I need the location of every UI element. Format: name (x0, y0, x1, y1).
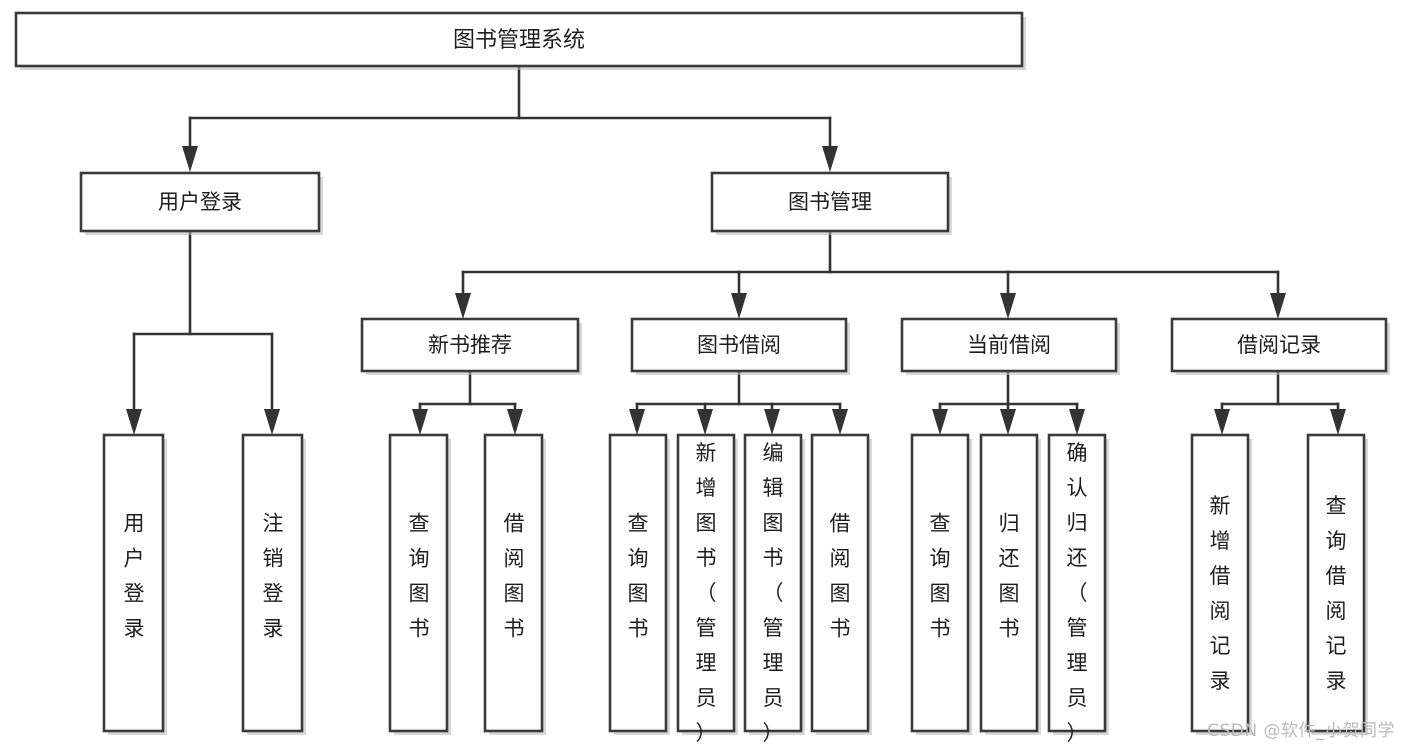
arrow-head-leaf-add-book (697, 409, 713, 435)
node-user-login-label: 用户登录 (158, 190, 242, 214)
node-leaf-add-book-label: 新增图书（管理员） (696, 441, 717, 745)
node-leaf-add-book[interactable]: 新增图书（管理员） (676, 433, 738, 745)
arrow-head-leaf-query-book-2 (629, 409, 645, 435)
node-current-borrow-rect (900, 317, 1118, 373)
node-leaf-query-book-3[interactable]: 查询图书 (910, 433, 972, 735)
node-book-management-label: 图书管理 (788, 190, 872, 214)
node-leaf-return-book-label: 归还图书 (999, 512, 1020, 641)
arrow-head-leaf-query-record (1330, 409, 1346, 435)
arrow-head-leaf-logout (264, 409, 280, 435)
node-leaf-borrow-book-1[interactable]: 借阅图书 (483, 433, 546, 735)
node-leaf-logout-rect (241, 433, 304, 733)
node-current-borrow[interactable]: 当前借阅 (900, 317, 1120, 375)
node-book-management[interactable]: 图书管理 (710, 171, 952, 235)
node-leaf-query-record[interactable]: 查询借阅记录 (1306, 433, 1368, 735)
node-book-management-rect (710, 171, 950, 233)
node-user-login-rect (79, 171, 321, 233)
node-leaf-query-book-1-label: 查询图书 (409, 512, 430, 641)
node-book-borrow[interactable]: 图书借阅 (630, 317, 850, 375)
arrow-head-book-management (822, 146, 838, 172)
node-leaf-add-record-rect (1190, 433, 1250, 733)
node-leaf-borrow-book-2-rect (810, 433, 870, 733)
node-leaf-add-record[interactable]: 新增借阅记录 (1190, 433, 1252, 735)
connector-layer (126, 64, 1346, 435)
arrow-head-leaf-edit-book (764, 409, 780, 435)
arrow-head-user-login (182, 146, 198, 172)
node-user-login[interactable]: 用户登录 (79, 171, 323, 235)
node-root[interactable]: 图书管理系统 (14, 11, 1026, 70)
node-leaf-confirm-return[interactable]: 确认归还（管理员） (1047, 433, 1109, 745)
arrow-head-leaf-query-book-1 (412, 409, 428, 435)
node-leaf-edit-book[interactable]: 编辑图书（管理员） (743, 433, 805, 745)
node-leaf-logout-label: 注销登录 (263, 512, 284, 641)
arrow-head-new-book-recommend (455, 293, 471, 319)
node-root-label: 图书管理系统 (453, 28, 585, 53)
node-leaf-query-record-rect (1306, 433, 1366, 733)
arrow-head-leaf-query-book-3 (932, 409, 948, 435)
arrow-head-leaf-confirm-return (1069, 409, 1085, 435)
node-leaf-return-book[interactable]: 归还图书 (979, 433, 1041, 735)
node-leaf-query-book-2-label: 查询图书 (628, 512, 649, 641)
node-leaf-logout[interactable]: 注销登录 (241, 433, 306, 735)
node-leaf-borrow-book-2[interactable]: 借阅图书 (810, 433, 872, 735)
node-borrow-record-rect (1170, 317, 1388, 373)
node-borrow-record[interactable]: 借阅记录 (1170, 317, 1390, 375)
node-leaf-edit-book-label: 编辑图书（管理员） (763, 441, 784, 745)
node-leaf-user-login[interactable]: 用户登录 (102, 433, 167, 735)
node-leaf-borrow-book-1-label: 借阅图书 (504, 512, 525, 641)
node-leaf-add-book-rect (676, 433, 736, 733)
node-leaf-add-record-label: 新增借阅记录 (1210, 494, 1231, 693)
node-new-book-recommend[interactable]: 新书推荐 (360, 317, 582, 375)
node-new-book-recommend-label: 新书推荐 (428, 333, 512, 357)
node-leaf-user-login-label: 用户登录 (124, 512, 145, 641)
node-leaf-return-book-rect (979, 433, 1039, 733)
arrow-head-leaf-borrow-book-1 (507, 409, 523, 435)
node-leaf-borrow-book-2-label: 借阅图书 (830, 512, 851, 641)
node-leaf-query-book-3-rect (910, 433, 970, 733)
node-leaf-query-book-2[interactable]: 查询图书 (608, 433, 670, 735)
node-leaf-query-book-2-rect (608, 433, 668, 733)
node-leaf-edit-book-rect (743, 433, 803, 733)
node-book-borrow-rect (630, 317, 848, 373)
node-book-borrow-label: 图书借阅 (697, 333, 781, 357)
node-leaf-borrow-book-1-rect (483, 433, 544, 733)
arrow-head-leaf-return-book (1000, 409, 1016, 435)
arrow-head-borrow-record (1270, 293, 1286, 319)
node-leaf-query-book-1[interactable]: 查询图书 (388, 433, 451, 735)
arrow-head-leaf-add-record (1214, 409, 1230, 435)
arrow-head-book-borrow (731, 293, 747, 319)
node-new-book-recommend-rect (360, 317, 580, 373)
node-current-borrow-label: 当前借阅 (967, 333, 1051, 357)
arrow-head-leaf-user-login (126, 409, 142, 435)
node-leaf-user-login-rect (102, 433, 165, 733)
node-leaf-confirm-return-label: 确认归还（管理员） (1067, 441, 1088, 745)
node-leaf-query-book-1-rect (388, 433, 449, 733)
node-root-rect (14, 11, 1024, 68)
arrow-head-current-borrow (1000, 293, 1016, 319)
node-leaf-confirm-return-rect (1047, 433, 1107, 733)
arrow-head-leaf-borrow-book-2 (832, 409, 848, 435)
node-borrow-record-label: 借阅记录 (1237, 333, 1321, 357)
node-leaf-query-record-label: 查询借阅记录 (1326, 494, 1347, 693)
node-leaf-query-book-3-label: 查询图书 (930, 512, 951, 641)
